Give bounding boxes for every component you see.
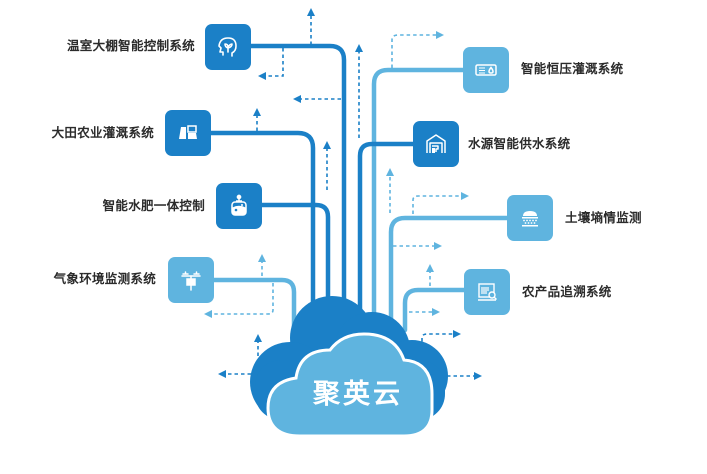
label-greenhouse-control[interactable]: 温室大棚智能控制系统 (66, 38, 195, 53)
field-plots-icon (179, 125, 197, 139)
node-greenhouse-control[interactable] (205, 24, 251, 70)
label-weather-monitoring[interactable]: 气象环境监测系统 (53, 271, 156, 286)
weather-station-icon (181, 271, 201, 291)
pressure-meter-drop-icon (475, 64, 497, 76)
greenhouse-head-plant-icon (218, 37, 237, 57)
connection-lines (208, 43, 510, 333)
label-product-traceability[interactable]: 农产品追溯系统 (522, 284, 612, 299)
node-water-fertilizer[interactable] (216, 183, 262, 229)
barcode-search-icon (478, 283, 497, 301)
label-water-fertilizer[interactable]: 智能水肥一体控制 (102, 198, 205, 213)
dashed-flow-arrows (204, 8, 482, 380)
node-soil-moisture[interactable] (507, 195, 553, 241)
water-house-tap-icon (426, 134, 446, 153)
label-constant-pressure-irrigation[interactable]: 智能恒压灌溉系统 (521, 61, 624, 76)
node-field-irrigation[interactable] (165, 110, 211, 156)
node-product-traceability[interactable] (464, 269, 510, 315)
node-water-supply[interactable] (413, 121, 459, 167)
front-cloud (266, 332, 434, 438)
label-water-supply[interactable]: 水源智能供水系统 (468, 136, 571, 151)
hub-title: 聚英云 (313, 379, 403, 410)
soil-sensor-icon (522, 211, 538, 227)
node-weather-monitoring[interactable] (168, 257, 214, 303)
node-constant-pressure-irrigation[interactable] (463, 47, 509, 93)
label-field-irrigation[interactable]: 大田农业灌溉系统 (51, 125, 154, 140)
fertilizer-tank-icon (231, 194, 247, 216)
label-soil-moisture[interactable]: 土壤墒情监测 (565, 210, 642, 225)
